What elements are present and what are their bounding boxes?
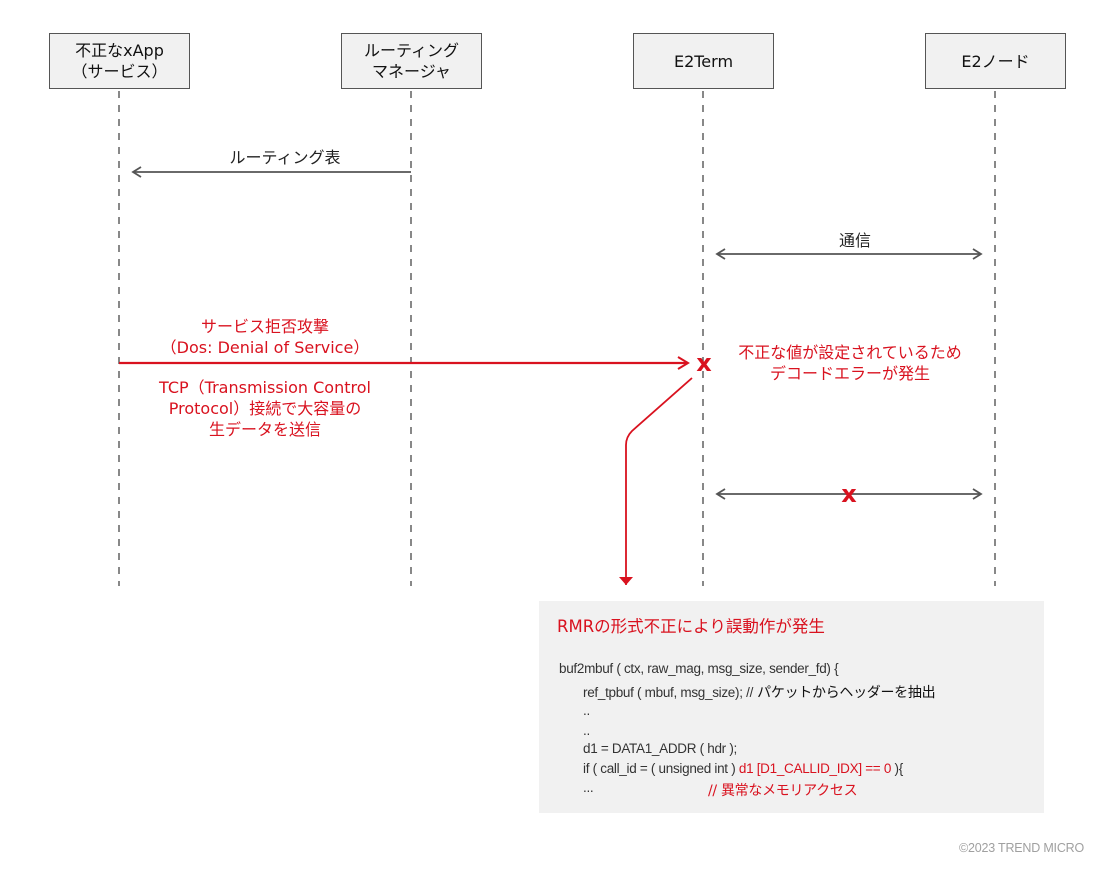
actor-label-line1: ルーティング bbox=[363, 41, 460, 60]
hit-mark-icon: x bbox=[696, 349, 712, 377]
actor-label-line2: マネージャ bbox=[372, 62, 451, 81]
code-line: ref_tpbuf ( mbuf, msg_size); // パケットからヘッ… bbox=[583, 685, 936, 701]
decode-error-label-line1: 不正な値が設定されているため bbox=[738, 343, 962, 362]
code-box: RMRの形式不正により誤動作が発生 buf2mbuf ( ctx, raw_ma… bbox=[539, 601, 1044, 813]
dos-attack-label-line1: サービス拒否攻撃 bbox=[200, 317, 329, 336]
tcp-label-line1: TCP（Transmission Control bbox=[159, 378, 371, 397]
actor-label-line1: E2Term bbox=[673, 51, 734, 71]
code-line: d1 = DATA1_ADDR ( hdr ); bbox=[583, 741, 737, 756]
code-line: buf2mbuf ( ctx, raw_mag, msg_size, sende… bbox=[559, 661, 839, 676]
actor-e2node: E2ノード bbox=[925, 33, 1066, 89]
actor-malicious-xapp: 不正なxApp （サービス） bbox=[49, 33, 190, 89]
code-line: .. bbox=[583, 703, 590, 718]
decode-error-label-line2: デコードエラーが発生 bbox=[769, 364, 930, 383]
actor-label-line2: （サービス） bbox=[71, 62, 168, 81]
code-line: .. bbox=[583, 723, 590, 738]
code-comment: パケットからヘッダーを抽出 bbox=[753, 685, 936, 701]
code-highlight: d1 [D1_CALLID_IDX] == 0 bbox=[738, 761, 892, 776]
code-line: if ( call_id = ( unsigned int ) d1 [D1_C… bbox=[583, 761, 903, 776]
fail-mark-icon: x bbox=[841, 480, 857, 508]
dos-attack-label-line2: （Dos: Denial of Service） bbox=[160, 338, 370, 357]
actor-routing-manager: ルーティング マネージャ bbox=[341, 33, 482, 89]
routing-table-label: ルーティング表 bbox=[229, 148, 341, 167]
actor-e2term: E2Term bbox=[633, 33, 774, 89]
actor-label-line1: 不正なxApp bbox=[75, 41, 164, 60]
malfunction-arrow bbox=[619, 377, 693, 585]
tcp-label-line3: 生データを送信 bbox=[208, 420, 321, 439]
code-comment-red: // 異常なメモリアクセス bbox=[708, 783, 858, 799]
communication-label: 通信 bbox=[838, 231, 871, 250]
actor-label-line1: E2ノード bbox=[961, 51, 1030, 71]
code-box-title: RMRの形式不正により誤動作が発生 bbox=[557, 617, 825, 636]
tcp-label-line2: Protocol）接続で大容量の bbox=[168, 399, 362, 418]
copyright: ©2023 TREND MICRO bbox=[958, 841, 1084, 855]
code-line: ... // 異常なメモリアクセス bbox=[583, 780, 858, 799]
